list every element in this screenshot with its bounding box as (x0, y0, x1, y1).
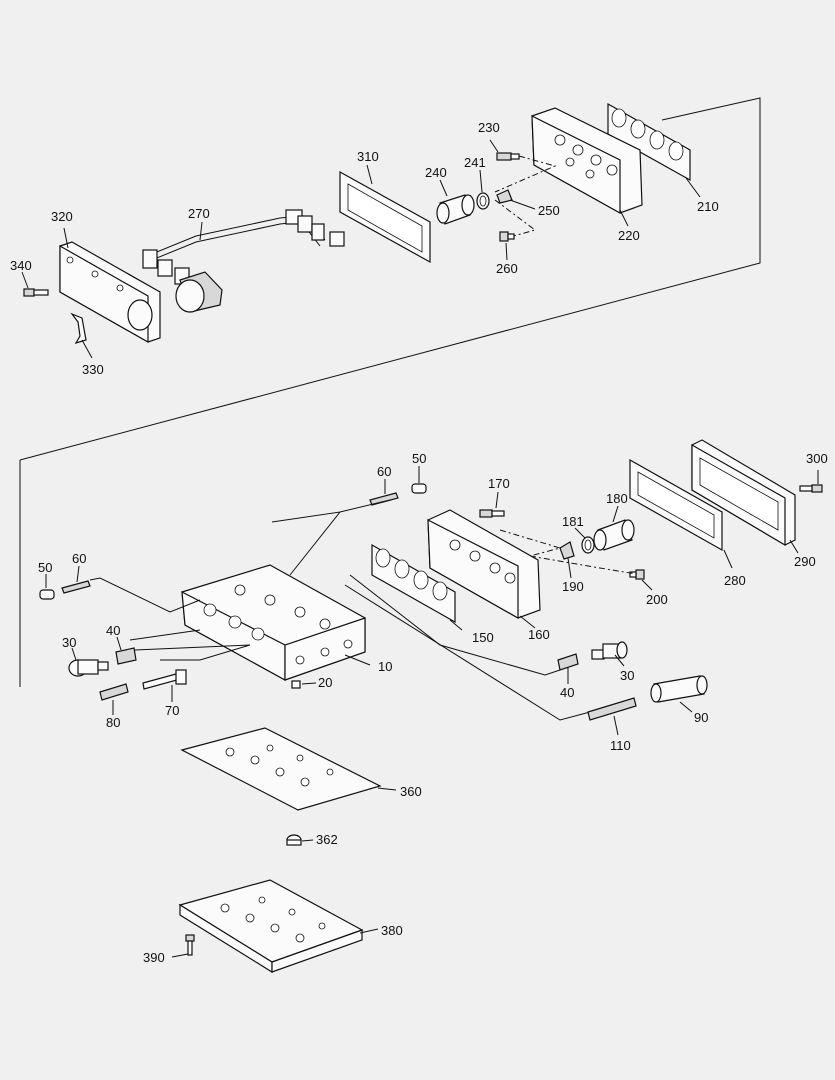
callout-250: 250 (538, 203, 560, 218)
callout-10: 10 (378, 659, 392, 674)
part-80-spring[interactable] (99, 683, 129, 701)
part-280-gasket[interactable] (629, 458, 723, 552)
upper-assembly-frame (19, 97, 761, 461)
part-362-plug[interactable] (286, 834, 302, 846)
callout-181: 181 (562, 514, 584, 529)
callout-320: 320 (51, 209, 73, 224)
part-220-valve-housing[interactable] (531, 107, 643, 215)
part-270-wiring-harness[interactable] (142, 209, 345, 313)
callout-270: 270 (188, 206, 210, 221)
callout-360: 360 (400, 784, 422, 799)
callout-180: 180 (606, 491, 628, 506)
callout-80: 80 (106, 715, 120, 730)
callout-160: 160 (528, 627, 550, 642)
callout-labels: 10 20 30 30 40 40 50 50 60 60 70 80 90 1… (10, 120, 828, 965)
callout-340: 340 (10, 258, 32, 273)
part-20-plug[interactable] (291, 680, 301, 689)
callout-150: 150 (472, 630, 494, 645)
callout-260: 260 (496, 261, 518, 276)
part-320-cover[interactable] (59, 241, 161, 344)
part-110-spring[interactable] (587, 697, 637, 721)
callout-30-left: 30 (62, 635, 76, 650)
part-40-spring-left[interactable] (115, 647, 137, 665)
part-210-gasket[interactable] (607, 102, 691, 182)
callout-390: 390 (143, 950, 165, 965)
callout-362: 362 (316, 832, 338, 847)
part-330-bracket[interactable] (70, 312, 87, 345)
part-300-bolt[interactable] (799, 484, 823, 493)
part-260-screw[interactable] (499, 231, 515, 242)
callout-300: 300 (806, 451, 828, 466)
part-50-plug-upper[interactable] (411, 483, 427, 494)
callout-200: 200 (646, 592, 668, 607)
callout-90: 90 (694, 710, 708, 725)
part-230-bolt[interactable] (496, 152, 520, 161)
callout-40-right: 40 (560, 685, 574, 700)
callout-170: 170 (488, 476, 510, 491)
part-290-cover[interactable] (691, 439, 796, 547)
callout-30-right: 30 (620, 668, 634, 683)
callout-20: 20 (318, 675, 332, 690)
part-360-separator-plate[interactable] (180, 727, 382, 811)
part-170-bolt[interactable] (479, 509, 505, 518)
part-60-spring-left[interactable] (61, 580, 91, 594)
part-380-channel-plate[interactable] (178, 879, 364, 974)
callout-190: 190 (562, 579, 584, 594)
callout-70: 70 (165, 703, 179, 718)
callout-60-left: 60 (72, 551, 86, 566)
part-240-solenoid[interactable] (436, 194, 475, 225)
part-390-bolt[interactable] (185, 934, 195, 956)
callout-50-left: 50 (38, 560, 52, 575)
callout-50-upper: 50 (412, 451, 426, 466)
callout-240: 240 (425, 165, 447, 180)
callout-110: 110 (610, 738, 631, 753)
part-50-plug-left[interactable] (39, 589, 55, 600)
callout-280: 280 (724, 573, 746, 588)
callout-310: 310 (357, 149, 379, 164)
part-40-spring-right[interactable] (557, 653, 579, 671)
part-60-spring-upper[interactable] (369, 492, 399, 506)
part-181-o-ring[interactable] (581, 536, 595, 554)
part-10-valve-body[interactable] (181, 564, 366, 682)
part-241-o-ring[interactable] (476, 192, 490, 210)
part-340-bolt[interactable] (23, 288, 49, 297)
callout-60-upper: 60 (377, 464, 391, 479)
callout-40-left: 40 (106, 623, 120, 638)
part-90-piston[interactable] (650, 675, 708, 703)
callout-220: 220 (618, 228, 640, 243)
callout-290: 290 (794, 554, 816, 569)
part-150-gasket[interactable] (371, 543, 456, 624)
part-200-screw[interactable] (629, 569, 645, 580)
part-30-valve-left[interactable] (68, 659, 109, 677)
part-250-clip[interactable] (496, 189, 513, 204)
part-70-valve-stem[interactable] (142, 669, 187, 690)
part-30-valve-right[interactable] (591, 641, 628, 660)
part-180-solenoid[interactable] (593, 519, 635, 551)
callout-210: 210 (697, 199, 719, 214)
callout-230: 230 (478, 120, 500, 135)
part-310-gasket[interactable] (339, 170, 431, 264)
callout-330: 330 (82, 362, 104, 377)
callout-241: 241 (464, 155, 486, 170)
part-160-valve-housing[interactable] (427, 509, 541, 620)
part-190-clip[interactable] (559, 541, 575, 560)
callout-380: 380 (381, 923, 403, 938)
